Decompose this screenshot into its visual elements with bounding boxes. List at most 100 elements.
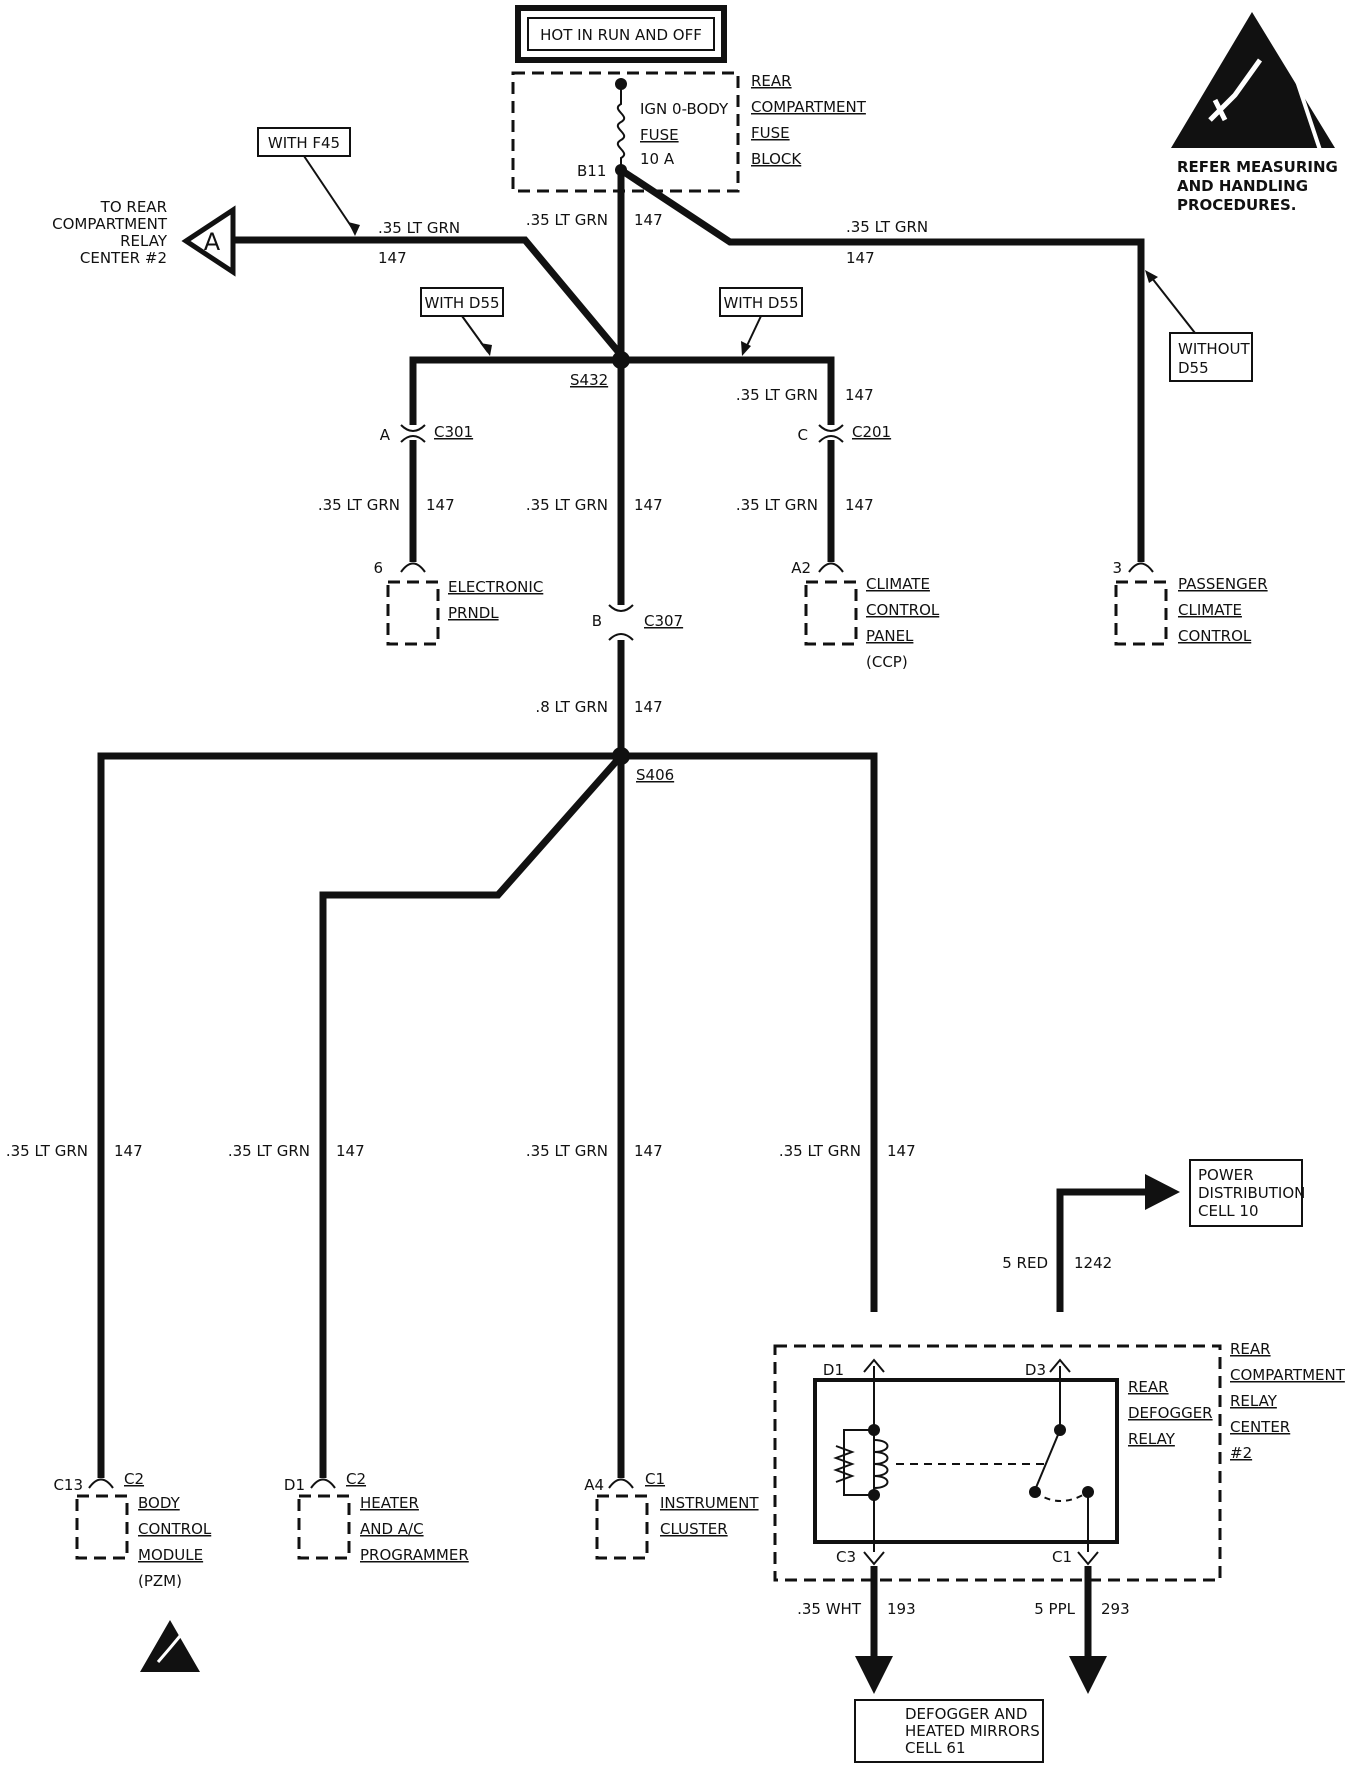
fuse-block-line-3: FUSE <box>751 124 790 142</box>
c301-label: C301 <box>434 423 473 441</box>
bcm-line-3: MODULE <box>138 1546 203 1564</box>
power-distribution-box: POWER DISTRIBUTION CELL 10 <box>1189 1159 1305 1227</box>
esd-note-line-1: REFER MEASURING <box>1177 158 1338 176</box>
fuse-terminal-label: B11 <box>577 162 606 180</box>
tag-with-f45-label: WITH F45 <box>268 134 340 152</box>
fuse-line-1: IGN 0-BODY <box>640 100 729 118</box>
fuse-line-3: 10 A <box>640 150 675 168</box>
bcm-conn: C2 <box>124 1470 144 1488</box>
ic-conn: C1 <box>645 1470 665 1488</box>
label-bcm-circuit: 147 <box>114 1142 143 1160</box>
label-right-top-gauge: .35 LT GRN <box>846 218 928 236</box>
c201-label: C201 <box>852 423 891 441</box>
label-to-a-circuit: 147 <box>378 249 407 267</box>
offpage-a-line-2: COMPARTMENT <box>52 215 168 233</box>
label-red-circuit: 1242 <box>1074 1254 1112 1272</box>
ccp-line-3: PANEL <box>866 627 914 645</box>
relay-pin-d3: D3 <box>1025 1361 1046 1379</box>
heater-line-1: HEATER <box>360 1494 419 1512</box>
defogger-box-line-1: DEFOGGER AND <box>905 1705 1027 1723</box>
connector-c201: C C201 <box>798 423 892 444</box>
label-wht-gauge: .35 WHT <box>797 1600 862 1618</box>
arrow-293 <box>1069 1656 1107 1694</box>
rear-defogger-relay <box>813 1378 1119 1544</box>
label-heater-circuit: 147 <box>336 1142 365 1160</box>
offpage-a-line-3: RELAY <box>120 232 168 250</box>
component-electronic-prndl: 6 ELECTRONIC PRNDL <box>373 559 543 646</box>
label-main-top-gauge: .35 LT GRN <box>526 211 608 229</box>
esd-note-line-2: AND HANDLING <box>1177 177 1308 195</box>
label-wht-circuit: 193 <box>887 1600 916 1618</box>
component-instrument-cluster: A4 C1 INSTRUMENT CLUSTER <box>584 1470 759 1560</box>
prndl-pin: 6 <box>373 559 383 577</box>
label-c301-lower-gauge: .35 LT GRN <box>318 496 400 514</box>
relay-pin-d1: D1 <box>823 1361 844 1379</box>
fuse-block: IGN 0-BODY FUSE 10 A B11 REAR COMPARTMEN… <box>511 71 867 193</box>
label-main-low-gauge: .8 LT GRN <box>535 698 608 716</box>
label-c201-upper-circuit: 147 <box>845 386 874 404</box>
tag-without-d55-line-1: WITHOUT <box>1178 340 1250 358</box>
pcc-pin: 3 <box>1112 559 1122 577</box>
offpage-a-letter: A <box>204 228 221 256</box>
pcc-line-1: PASSENGER <box>1178 575 1268 593</box>
component-passenger-climate-control: 3 PASSENGER CLIMATE CONTROL <box>1112 559 1268 646</box>
c201-pin: C <box>798 426 808 444</box>
label-ic-gauge: .35 LT GRN <box>526 1142 608 1160</box>
ccp-note: (CCP) <box>866 653 908 671</box>
wire-to-bcm <box>97 752 621 1478</box>
relay-center <box>773 1344 1222 1582</box>
offpage-a-line-4: CENTER #2 <box>80 249 167 267</box>
arrow-193 <box>855 1656 893 1694</box>
label-c201-upper-gauge: .35 LT GRN <box>736 386 818 404</box>
fuse-block-line-4: BLOCK <box>751 150 802 168</box>
heater-line-3: PROGRAMMER <box>360 1546 469 1564</box>
tag-with-d55-left: WITH D55 <box>420 287 504 356</box>
label-red-gauge: 5 RED <box>1002 1254 1048 1272</box>
pcc-line-2: CLIMATE <box>1178 601 1242 619</box>
tag-without-d55: WITHOUT D55 <box>1145 270 1253 382</box>
power-box-line-2: DISTRIBUTION <box>1198 1184 1305 1202</box>
relay-line-3: RELAY <box>1128 1430 1176 1448</box>
bcm-note: (PZM) <box>138 1572 182 1590</box>
hot-in-run-label: HOT IN RUN AND OFF <box>540 26 702 44</box>
ccp-pin: A2 <box>791 559 811 577</box>
tag-with-d55-right-label: WITH D55 <box>723 294 798 312</box>
wire-to-passenger-climate <box>619 167 1145 562</box>
label-to-a-gauge: .35 LT GRN <box>378 219 460 237</box>
bcm-line-1: BODY <box>138 1494 181 1512</box>
ic-pin: A4 <box>584 1476 604 1494</box>
ic-line-1: INSTRUMENT <box>660 1494 759 1512</box>
ic-line-2: CLUSTER <box>660 1520 728 1538</box>
label-bcm-gauge: .35 LT GRN <box>6 1142 88 1160</box>
label-right-top-circuit: 147 <box>846 249 875 267</box>
splice-s406-label: S406 <box>636 766 674 784</box>
splice-s432-label: S432 <box>570 371 608 389</box>
wire-to-heater <box>319 753 624 1478</box>
tag-with-d55-right: WITH D55 <box>719 287 803 356</box>
defogger-cell-box: DEFOGGER AND HEATED MIRRORS CELL 61 <box>854 1699 1044 1763</box>
component-body-control-module: C13 C2 BODY CONTROL MODULE (PZM) <box>53 1470 211 1590</box>
label-c201-lower-gauge: .35 LT GRN <box>736 496 818 514</box>
relay-center-line-1: REAR <box>1230 1340 1271 1358</box>
label-main-low-circuit: 147 <box>634 698 663 716</box>
wire-to-offpage-a <box>228 236 624 358</box>
c307-label: C307 <box>644 612 683 630</box>
offpage-a-connector: A <box>181 205 236 277</box>
esd-warning-icon <box>1171 12 1335 151</box>
relay-center-line-3: RELAY <box>1230 1392 1278 1410</box>
bcm-line-2: CONTROL <box>138 1520 212 1538</box>
relay-line-1: REAR <box>1128 1378 1169 1396</box>
offpage-a-line-1: TO REAR <box>100 198 167 216</box>
pcc-line-3: CONTROL <box>1178 627 1252 645</box>
relay-center-line-5: #2 <box>1230 1444 1252 1462</box>
fuse-line-2: FUSE <box>640 126 679 144</box>
splice-s406 <box>612 747 630 765</box>
label-main-top-circuit: 147 <box>634 211 663 229</box>
heater-line-2: AND A/C <box>360 1520 424 1538</box>
c301-pin: A <box>380 426 391 444</box>
prndl-line-2: PRNDL <box>448 604 499 622</box>
tag-with-f45: WITH F45 <box>257 127 360 236</box>
splice-s432 <box>612 351 630 369</box>
c307-pin: B <box>592 612 602 630</box>
